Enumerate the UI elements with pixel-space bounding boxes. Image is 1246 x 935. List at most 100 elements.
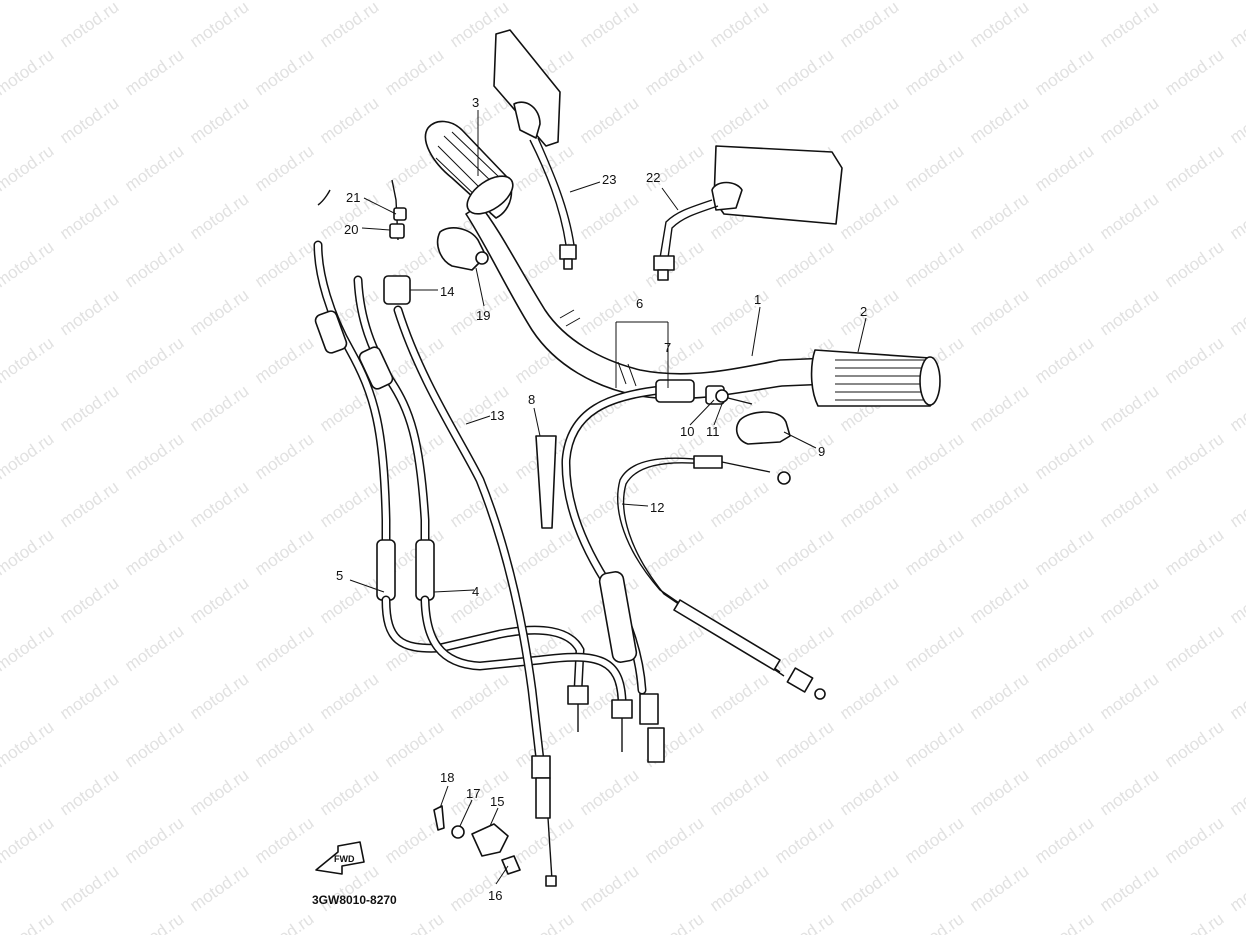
- watermark-text: motod.ru: [771, 621, 837, 675]
- watermark-text: motod.ru: [511, 909, 577, 935]
- watermark-text: motod.ru: [316, 573, 382, 627]
- right-grip: [810, 349, 941, 407]
- watermark-text: motod.ru: [966, 861, 1032, 915]
- watermark-text: motod.ru: [381, 717, 447, 771]
- watermark-text: motod.ru: [771, 717, 837, 771]
- watermark-text: motod.ru: [641, 525, 707, 579]
- watermark-text: motod.ru: [186, 93, 252, 147]
- watermark-text: motod.ru: [706, 285, 772, 339]
- watermark-text: motod.ru: [966, 765, 1032, 819]
- watermark-text: motod.ru: [901, 429, 967, 483]
- watermark-text: motod.ru: [1096, 765, 1162, 819]
- watermark-text: motod.ru: [1096, 381, 1162, 435]
- watermark-text: motod.ru: [901, 45, 967, 99]
- watermark-text: motod.ru: [121, 141, 187, 195]
- watermark-text: motod.ru: [901, 621, 967, 675]
- watermark-text: motod.ru: [966, 573, 1032, 627]
- callout-9: 9: [818, 444, 825, 459]
- forward-arrow-icon: FWD: [315, 841, 365, 875]
- callout-18: 18: [440, 770, 454, 785]
- watermark-text: motod.ru: [706, 573, 772, 627]
- watermark-text: motod.ru: [1226, 285, 1246, 339]
- watermark-text: motod.ru: [251, 333, 317, 387]
- watermark-text: motod.ru: [771, 45, 837, 99]
- watermark-text: motod.ru: [1161, 909, 1227, 935]
- watermark-text: motod.ru: [446, 573, 512, 627]
- watermark-text: motod.ru: [316, 477, 382, 531]
- watermark-text: motod.ru: [966, 0, 1032, 51]
- cable-tie: [535, 435, 557, 529]
- watermark-text: motod.ru: [641, 45, 707, 99]
- callout-1: 1: [754, 292, 761, 307]
- watermark-text: motod.ru: [56, 93, 122, 147]
- left-mirror: [493, 29, 577, 270]
- watermark-text: motod.ru: [576, 93, 642, 147]
- callout-6: 6: [636, 296, 643, 311]
- watermark-text: motod.ru: [186, 861, 252, 915]
- watermark-text: motod.ru: [56, 669, 122, 723]
- callout-16: 16: [488, 888, 502, 903]
- watermark-text: motod.ru: [1031, 429, 1097, 483]
- watermark-text: motod.ru: [706, 861, 772, 915]
- watermark-text: motod.ru: [1031, 237, 1097, 291]
- watermark-text: motod.ru: [836, 477, 902, 531]
- watermark-text: motod.ru: [186, 477, 252, 531]
- watermark-text: motod.ru: [1031, 0, 1097, 3]
- callout-10: 10: [680, 424, 694, 439]
- left-switch-parts: [383, 207, 489, 305]
- watermark-text: motod.ru: [1161, 237, 1227, 291]
- watermark-text: motod.ru: [0, 45, 57, 99]
- watermark-text: motod.ru: [771, 525, 837, 579]
- watermark-text: motod.ru: [576, 189, 642, 243]
- watermark-text: motod.ru: [0, 429, 57, 483]
- callout-3: 3: [472, 95, 479, 110]
- watermark-text: motod.ru: [706, 0, 772, 51]
- watermark-text: motod.ru: [641, 0, 707, 3]
- watermark-text: motod.ru: [771, 0, 837, 3]
- watermark-text: motod.ru: [0, 141, 57, 195]
- watermark-text: motod.ru: [966, 189, 1032, 243]
- watermark-text: motod.ru: [1096, 573, 1162, 627]
- callout-13: 13: [490, 408, 504, 423]
- watermark-text: motod.ru: [706, 477, 772, 531]
- watermark-text: motod.ru: [251, 237, 317, 291]
- callout-7: 7: [664, 340, 671, 355]
- watermark-text: motod.ru: [186, 285, 252, 339]
- watermark-text: motod.ru: [771, 813, 837, 867]
- watermark-text: motod.ru: [251, 429, 317, 483]
- watermark-text: motod.ru: [0, 717, 57, 771]
- watermark-text: motod.ru: [186, 0, 252, 51]
- watermark-text: motod.ru: [251, 909, 317, 935]
- watermark-text: motod.ru: [641, 621, 707, 675]
- watermark-text: motod.ru: [836, 189, 902, 243]
- watermark-text: motod.ru: [316, 0, 382, 51]
- leader-lines: [349, 110, 867, 885]
- watermark-text: motod.ru: [1226, 381, 1246, 435]
- watermark-text: motod.ru: [56, 573, 122, 627]
- watermark-text: motod.ru: [771, 909, 837, 935]
- watermark-text: motod.ru: [56, 765, 122, 819]
- watermark-text: motod.ru: [56, 477, 122, 531]
- watermark-text: motod.ru: [511, 813, 577, 867]
- watermark-text: motod.ru: [1226, 669, 1246, 723]
- watermark-text: motod.ru: [0, 909, 57, 935]
- watermark-text: motod.ru: [0, 813, 57, 867]
- watermark-text: motod.ru: [1161, 429, 1227, 483]
- watermark-text: motod.ru: [1031, 333, 1097, 387]
- watermark-text: motod.ru: [1096, 861, 1162, 915]
- watermark-text: motod.ru: [186, 381, 252, 435]
- watermark-text: motod.ru: [121, 45, 187, 99]
- starter-cable: [391, 179, 557, 887]
- watermark-text: motod.ru: [966, 477, 1032, 531]
- watermark-text: motod.ru: [1161, 333, 1227, 387]
- watermark-text: motod.ru: [251, 45, 317, 99]
- watermark-text: motod.ru: [1031, 141, 1097, 195]
- watermark-text: motod.ru: [0, 333, 57, 387]
- fwd-label: FWD: [334, 854, 355, 864]
- watermark-text: motod.ru: [316, 93, 382, 147]
- watermark-text: motod.ru: [1226, 861, 1246, 915]
- watermark-text: motod.ru: [901, 0, 967, 3]
- watermark-text: motod.ru: [381, 0, 447, 3]
- watermark-text: motod.ru: [251, 141, 317, 195]
